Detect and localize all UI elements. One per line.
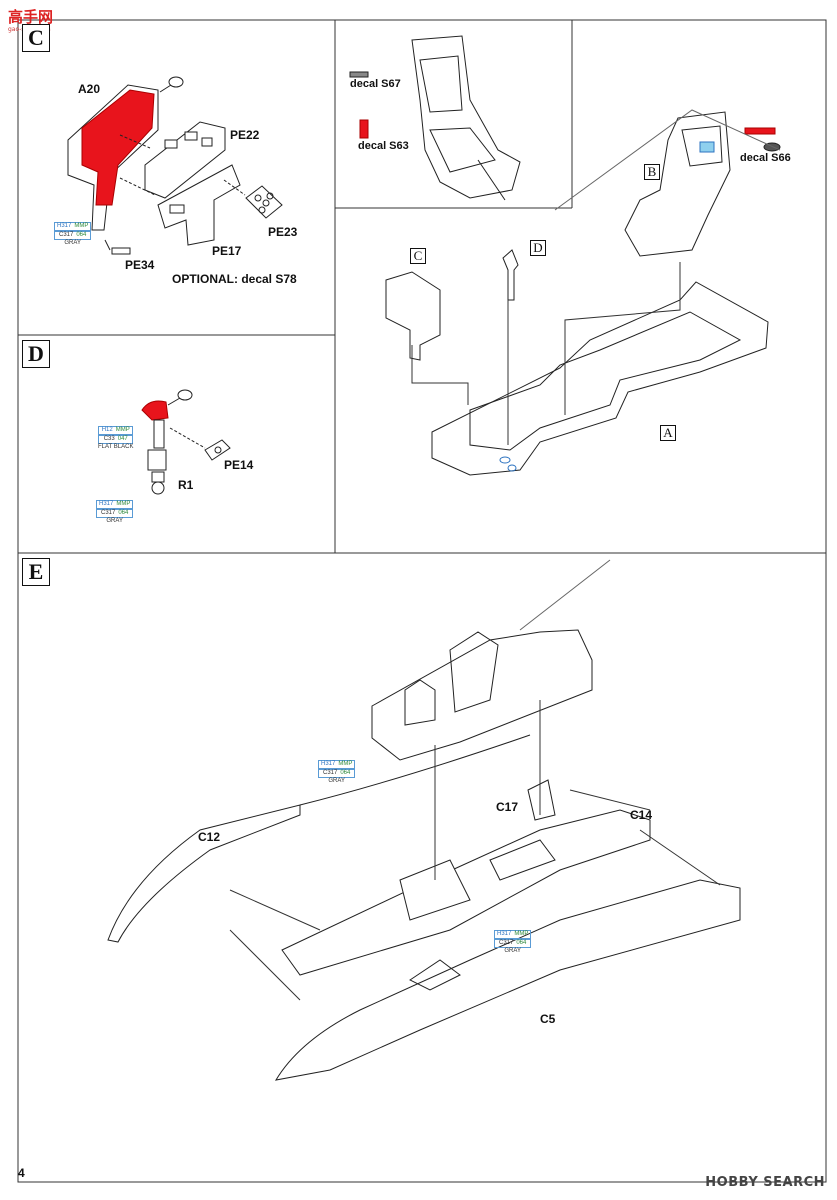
paint-mmp: MMP — [116, 501, 131, 507]
marker-d: D — [530, 240, 546, 256]
marker-c: C — [410, 248, 426, 264]
paint-mmp-code: 064 — [76, 232, 87, 238]
paint-h-code: H317 — [321, 761, 336, 767]
paint-name: GRAY — [106, 518, 123, 524]
paint-c-code: C317 — [100, 510, 116, 516]
top-right-assembly — [349, 35, 781, 476]
paint-mmp-code: 047 — [117, 436, 128, 442]
paint-mmp-code: 064 — [516, 940, 527, 946]
section-e-label: E — [22, 558, 50, 586]
part-c5: C5 — [540, 1012, 556, 1026]
paint-mmp-code: 064 — [118, 510, 129, 516]
part-pe17: PE17 — [212, 244, 242, 258]
optional-decal-note: OPTIONAL: decal S78 — [172, 272, 297, 286]
paint-c-code: C317 — [498, 940, 514, 946]
section-d-parts — [141, 389, 231, 495]
part-r1: R1 — [178, 478, 194, 492]
section-d-label: D — [22, 340, 50, 368]
paint-mmp-code: 064 — [340, 770, 351, 776]
decal-s63: decal S63 — [358, 140, 409, 152]
brand-watermark: HOBBY SEARCH — [705, 1175, 825, 1190]
page-number: 4 — [18, 1166, 25, 1180]
paint-c-code: C317 — [322, 770, 338, 776]
part-c17: C17 — [496, 800, 519, 814]
watermark-logo: 高手网 — [8, 8, 54, 26]
part-pe22: PE22 — [230, 128, 260, 142]
paint-name: GRAY — [64, 240, 81, 246]
paint-h-code: H12 — [101, 427, 113, 433]
part-pe34: PE34 — [125, 258, 155, 272]
a20-red-part — [81, 89, 155, 206]
marker-b: B — [644, 164, 660, 180]
paint-h-code: H317 — [99, 501, 114, 507]
paint-name: FLAT BLACK — [98, 444, 134, 450]
section-e-assembly — [107, 559, 741, 1081]
part-pe23: PE23 — [268, 225, 298, 239]
section-c-parts — [67, 76, 283, 255]
paint-mmp: MMP — [338, 761, 353, 767]
marker-a: A — [660, 425, 676, 441]
paint-mmp: MMP — [514, 931, 529, 937]
paint-c-code: C317 — [58, 232, 74, 238]
paint-name: GRAY — [504, 948, 521, 954]
paint-h-code: H317 — [57, 223, 72, 229]
paint-mmp: MMP — [74, 223, 89, 229]
paint-mmp: MMP — [115, 427, 130, 433]
decal-s66: decal S66 — [740, 152, 791, 164]
decal-s67: decal S67 — [350, 78, 401, 90]
panel-frames — [17, 19, 827, 1183]
paint-c-code: C33 — [103, 436, 115, 442]
part-c14: C14 — [630, 808, 653, 822]
part-c12: C12 — [198, 830, 221, 844]
section-c-label: C — [22, 24, 50, 52]
paint-name: GRAY — [328, 778, 345, 784]
paint-h-code: H317 — [497, 931, 512, 937]
part-pe14: PE14 — [224, 458, 254, 472]
part-a20: A20 — [78, 82, 101, 96]
